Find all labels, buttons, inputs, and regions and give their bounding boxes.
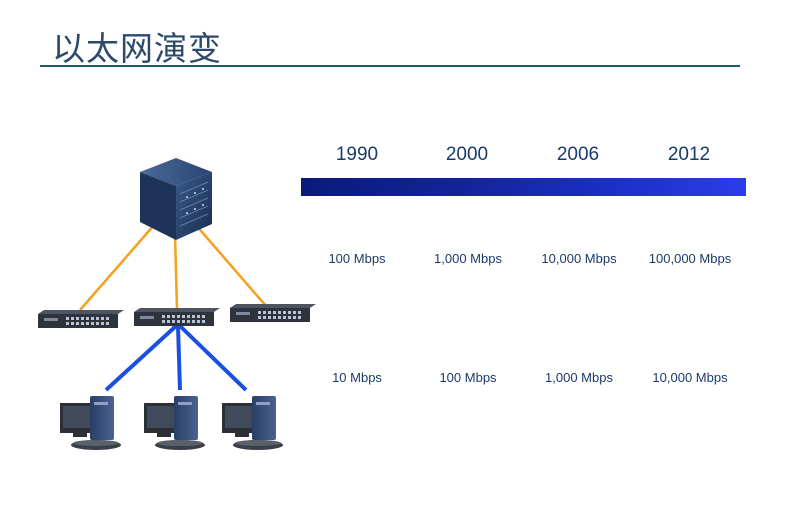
title-divider: [40, 65, 740, 67]
rack-switch-icon: [38, 310, 124, 328]
desktop-speed-value: 10 Mbps: [332, 370, 382, 385]
server-speed-row: 100 Mbps 1,000 Mbps 10,000 Mbps 100,000 …: [0, 251, 794, 269]
desktop-computer-icon: [144, 396, 205, 450]
desktop-computer-icon: [222, 396, 283, 450]
downlink-line: [176, 325, 182, 391]
uplink-lines: [79, 223, 267, 311]
uplink-line: [173, 233, 179, 311]
server-speed-value: 1,000 Mbps: [434, 251, 502, 266]
year-row: 1990 2000 2006 2012: [0, 144, 794, 168]
rack-switch-icon: [134, 308, 220, 326]
desktop-computer-icon: [60, 396, 121, 450]
year-label: 2012: [667, 144, 711, 165]
desktop-speed-value: 10,000 Mbps: [652, 370, 728, 385]
server-speed-value: 10,000 Mbps: [541, 251, 617, 266]
desktop-speed-value: 100 Mbps: [439, 370, 497, 385]
timeline-bar: [301, 178, 746, 196]
downlink-line: [178, 324, 248, 392]
desktop-speed-value: 1,000 Mbps: [545, 370, 613, 385]
uplink-line: [79, 223, 156, 311]
year-label: 2006: [556, 144, 600, 165]
uplink-line: [194, 223, 267, 307]
rack-switch-icon: [230, 304, 316, 322]
year-label: 1990: [335, 144, 379, 165]
downlink-lines: [104, 324, 248, 392]
downlink-line: [104, 324, 178, 392]
slide-title: 以太网演变: [52, 29, 222, 68]
desktop-speed-row: 10 Mbps 100 Mbps 1,000 Mbps 10,000 Mbps: [0, 370, 794, 388]
server-speed-value: 100 Mbps: [328, 251, 386, 266]
server-speed-value: 100,000 Mbps: [648, 251, 732, 266]
chassis-switch-icon: [140, 158, 212, 240]
year-label: 2000: [445, 144, 489, 165]
